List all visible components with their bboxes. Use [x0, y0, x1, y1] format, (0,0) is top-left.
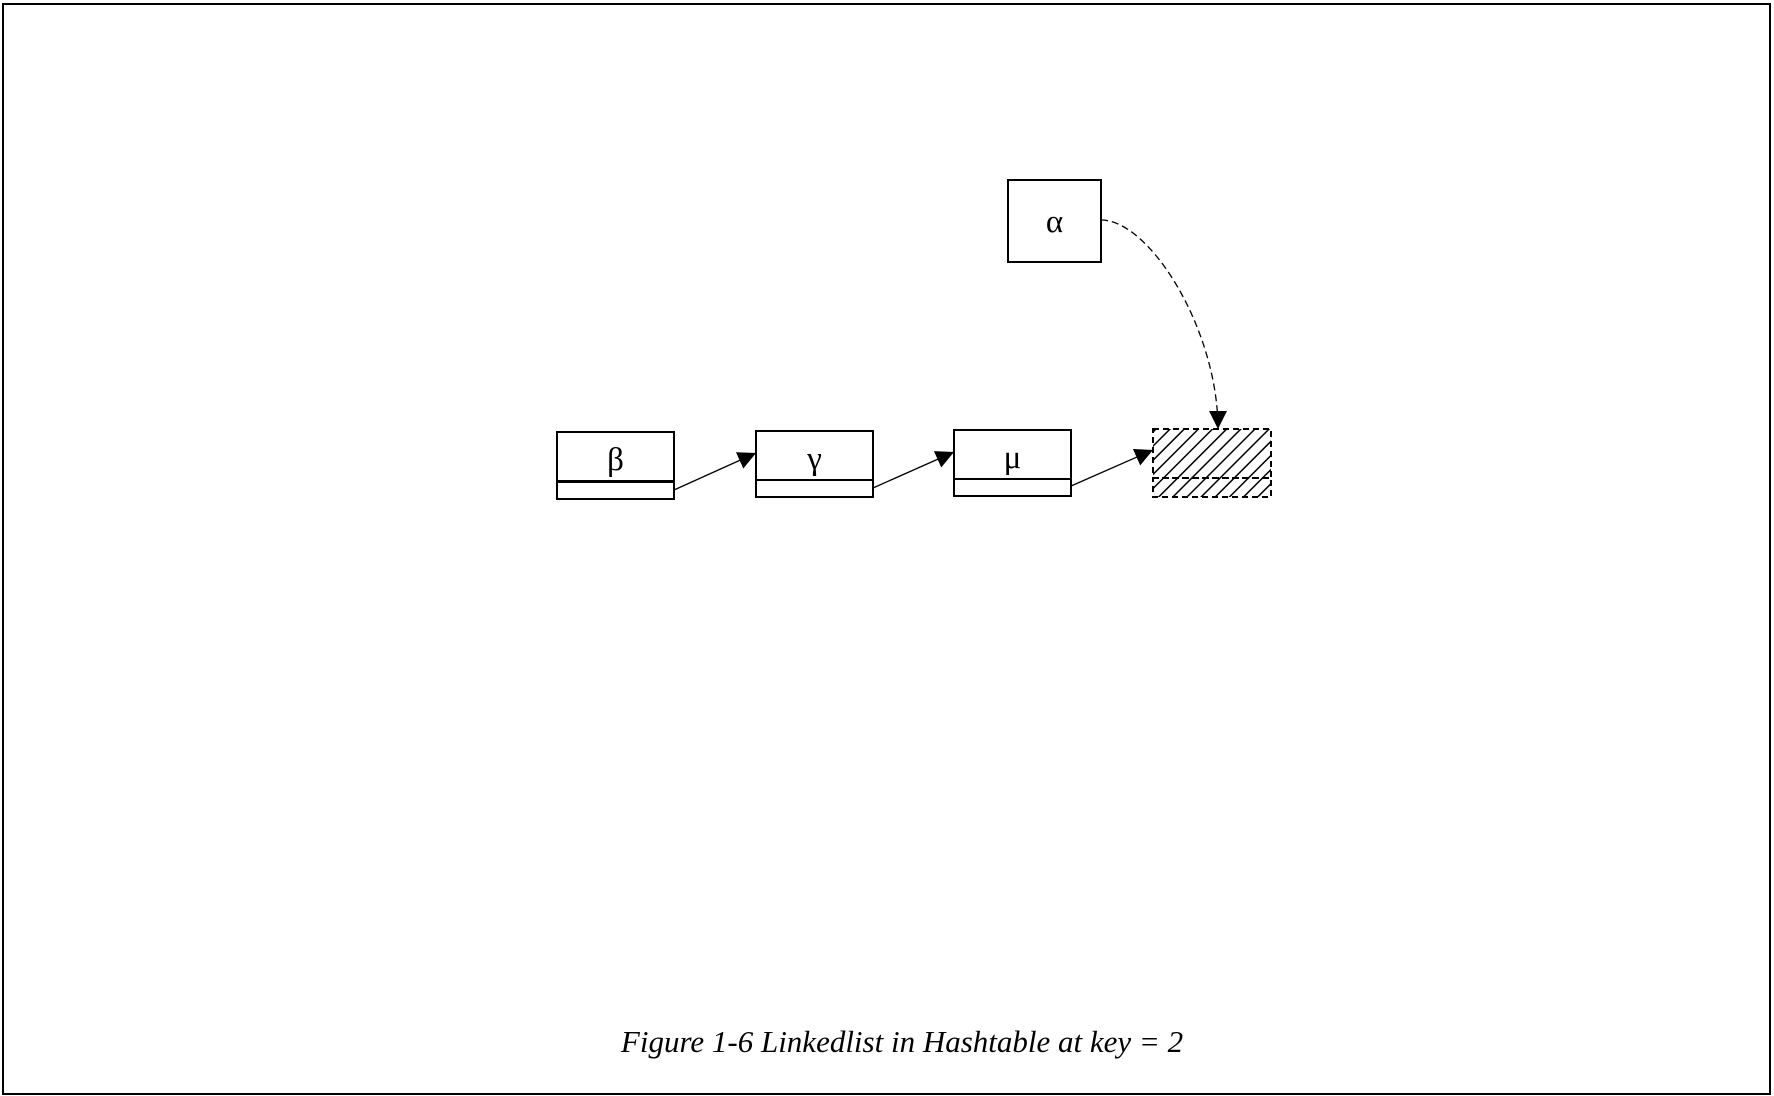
node-label: γ	[806, 441, 822, 477]
edge-mu-to-null-slot	[1070, 448, 1154, 487]
node-label: β	[607, 442, 624, 478]
figure-caption: Figure 1-6 Linkedlist in Hashtable at ke…	[620, 1024, 1183, 1059]
list-node-beta: β	[556, 431, 675, 500]
node-next-cell	[755, 479, 874, 498]
node-next-cell	[953, 478, 1072, 497]
node-data-cell	[556, 431, 675, 482]
edge-alpha-to-null-slot	[1100, 219, 1227, 430]
list-node-mu: μ	[953, 429, 1072, 497]
node-label: α	[1046, 204, 1063, 240]
edge-gamma-to-mu	[872, 451, 955, 489]
edge-beta-to-gamma	[673, 452, 757, 491]
null-slot-next-cell	[1152, 477, 1272, 498]
null-slot	[1152, 428, 1272, 498]
node-label: μ	[1004, 440, 1022, 476]
node-box	[1007, 179, 1102, 263]
new-node-alpha: α	[1007, 179, 1102, 263]
node-next-cell	[556, 481, 675, 500]
list-node-gamma: γ	[755, 430, 874, 498]
figure-frame	[2, 3, 1771, 1095]
null-slot-data-cell	[1152, 428, 1272, 479]
node-data-cell	[953, 429, 1072, 480]
